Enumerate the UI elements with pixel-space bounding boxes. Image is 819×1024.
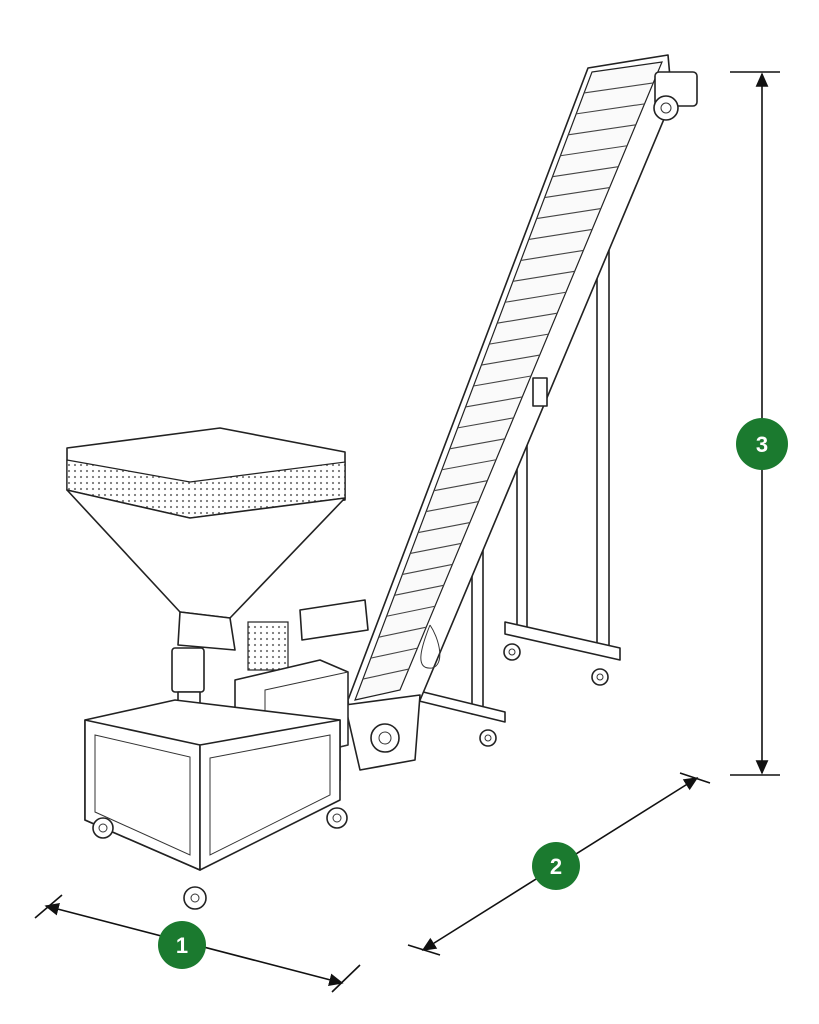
caster-wheel-icon — [503, 643, 609, 686]
hopper-feeder — [66, 427, 369, 910]
belt-cleat — [552, 166, 619, 178]
belt-cleat — [378, 626, 427, 638]
tension-bracket — [532, 377, 548, 407]
dimension-height: 3 — [730, 71, 788, 776]
belt-cleat — [457, 417, 514, 429]
belt-cleat — [362, 668, 409, 680]
dimension-badge-3: 3 — [736, 418, 788, 470]
belt-cleat — [528, 228, 593, 241]
dimension-label-2: 2 — [550, 854, 562, 879]
belt-cleat — [497, 312, 558, 324]
belt-cleat — [473, 375, 532, 387]
tail-pulley — [344, 694, 421, 771]
metering-grid — [247, 621, 289, 671]
dimension-badge-1: 1 — [158, 921, 206, 969]
dimension-badge-2: 2 — [532, 842, 580, 890]
belt-cleat — [481, 354, 540, 366]
hopper — [66, 427, 346, 651]
belt-cleat — [536, 207, 601, 220]
belt-cleat — [433, 480, 488, 492]
belt-cleat — [505, 291, 567, 303]
caster-wheel-icon — [479, 729, 497, 747]
belt-cleat — [410, 542, 462, 555]
dimension-label-1: 1 — [176, 933, 188, 958]
rear-support-frame — [503, 237, 621, 686]
belt-cleat — [370, 647, 418, 659]
drive-motor — [653, 71, 698, 121]
belt-cleat — [425, 501, 479, 513]
belt-cleat — [544, 187, 610, 199]
dimension-length: 2 — [407, 772, 711, 956]
belt-cleat — [584, 82, 654, 94]
belt-cleat — [449, 438, 505, 450]
dimension-width: 1 — [34, 894, 361, 993]
belt-cleat — [560, 145, 628, 157]
belt-cleat — [489, 333, 549, 345]
incline-conveyor — [344, 54, 698, 771]
dimension-label-3: 3 — [756, 432, 768, 457]
conveyor-belt — [354, 61, 663, 701]
base-cabinet — [84, 699, 341, 871]
belt-cleat — [418, 521, 470, 534]
belt-cleat — [394, 584, 444, 596]
feed-chute — [299, 599, 369, 641]
belt-cleat — [512, 270, 575, 282]
belt-cleat — [568, 124, 636, 136]
belt-cleat — [441, 459, 497, 471]
belt-cleat — [576, 103, 645, 115]
belt-cleat — [402, 563, 453, 575]
cable — [420, 624, 441, 669]
belt-cleats — [362, 82, 654, 680]
belt-cleat — [520, 249, 584, 261]
belt-cleat — [465, 396, 523, 408]
belt-cleat — [386, 605, 436, 617]
